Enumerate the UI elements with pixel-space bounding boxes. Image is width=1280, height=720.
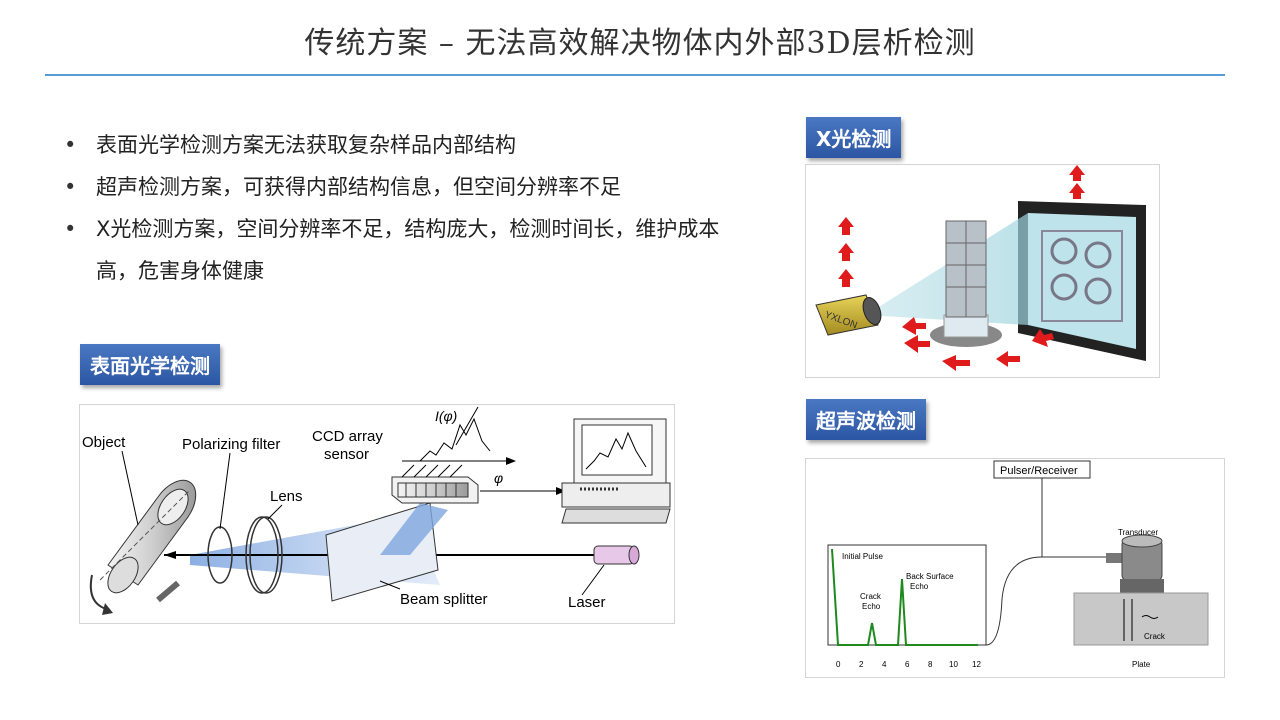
xray-detector <box>1018 201 1146 361</box>
crack-mark-icon <box>1141 615 1159 619</box>
tick-label: 0 <box>836 660 841 669</box>
plate <box>1073 592 1209 646</box>
echo-trace <box>831 548 978 646</box>
beam-splitter-label: Beam splitter <box>400 591 488 608</box>
laser-leader <box>581 564 605 596</box>
computer-icon <box>561 418 671 524</box>
polarizing-filter-label: Polarizing filter <box>182 436 280 453</box>
ccd-ray <box>401 464 415 478</box>
phi-label: φ <box>494 470 503 486</box>
tick-label: 2 <box>859 660 864 669</box>
lens-ring <box>245 516 279 594</box>
optical-diagram: Object Polarizing filter Lens CCD array … <box>79 404 675 624</box>
transducer-label: Transducer <box>1118 528 1159 537</box>
ccd-label: CCD array <box>312 428 383 445</box>
back-echo-label-2: Echo <box>910 582 929 591</box>
object-leader <box>121 450 139 526</box>
ccd-ray <box>413 464 427 478</box>
tick-label: 4 <box>882 660 887 669</box>
rotating-sample <box>930 220 1002 347</box>
filter-leader <box>219 452 231 530</box>
signal-cable <box>978 556 1043 646</box>
splitter-leader <box>379 580 401 590</box>
bullet-list: 表面光学检测方案无法获取复杂样品内部结构 超声检测方案，可获得内部结构信息，但空… <box>64 124 736 292</box>
tick-label: 12 <box>972 660 981 669</box>
intensity-curve <box>419 417 491 462</box>
crack-echo-label: Crack <box>860 592 882 601</box>
phi-axis-arrow-icon <box>506 457 516 465</box>
xray-tag: X光检测 <box>806 117 902 158</box>
bullet-item: X光检测方案，空间分辨率不足，结构庞大，检测时间长，维护成本高，危害身体健康 <box>64 208 736 292</box>
lens-ring-back <box>249 516 283 594</box>
object-label: Object <box>82 434 126 451</box>
up-arrows-icon <box>838 165 1085 287</box>
reflected-beam <box>380 503 448 555</box>
ccd-sensor <box>391 476 479 504</box>
beam-arrow-icon <box>164 551 176 559</box>
bullet-item: 表面光学检测方案无法获取复杂样品内部结构 <box>64 124 736 166</box>
lens-leader <box>267 504 283 520</box>
ultrasound-tag: 超声波检测 <box>806 399 926 440</box>
ccd-label-2: sensor <box>324 446 369 463</box>
back-echo-label: Back Surface <box>906 572 954 581</box>
echo-plot-frame <box>827 544 987 646</box>
ccd-ray <box>437 464 451 478</box>
data-arrow-head-icon <box>556 487 566 495</box>
tick-label: 8 <box>928 660 933 669</box>
lens-label: Lens <box>270 488 303 505</box>
crack-echo-label-2: Echo <box>862 602 881 611</box>
page-title: 传统方案 – 无法高效解决物体内外部3D层析检测 <box>304 26 976 61</box>
tick-label: 10 <box>949 660 958 669</box>
ccd-ray <box>449 464 463 478</box>
title-divider <box>45 74 1225 76</box>
crack-label: Crack <box>1144 632 1166 641</box>
initial-pulse-label: Initial Pulse <box>842 552 883 561</box>
tick-label: 6 <box>905 660 910 669</box>
ccd-ray <box>425 464 439 478</box>
transducer <box>1106 534 1164 593</box>
object-cylinder <box>99 479 197 594</box>
laser-device <box>593 545 640 565</box>
bullet-item: 超声检测方案，可获得内部结构信息，但空间分辨率不足 <box>64 166 736 208</box>
xray-tube: YXLON <box>815 294 882 336</box>
optical-tag: 表面光学检测 <box>80 344 220 385</box>
rotation-arrows-icon <box>902 317 1054 371</box>
translate-arrow-icon <box>156 580 180 603</box>
intensity-axis <box>455 406 479 446</box>
xray-diagram: YXLON <box>805 164 1160 378</box>
rotate-arrow-head-icon <box>102 603 113 615</box>
tick-labels: 0 2 4 6 8 10 12 <box>836 660 981 669</box>
plate-label: Plate <box>1132 660 1151 669</box>
laser-label: Laser <box>568 594 606 611</box>
ultrasound-diagram: Pulser/Receiver Initial Pulse Crack Echo… <box>805 458 1225 678</box>
intensity-label: I(φ) <box>435 408 457 424</box>
pulser-label: Pulser/Receiver <box>1000 465 1078 477</box>
